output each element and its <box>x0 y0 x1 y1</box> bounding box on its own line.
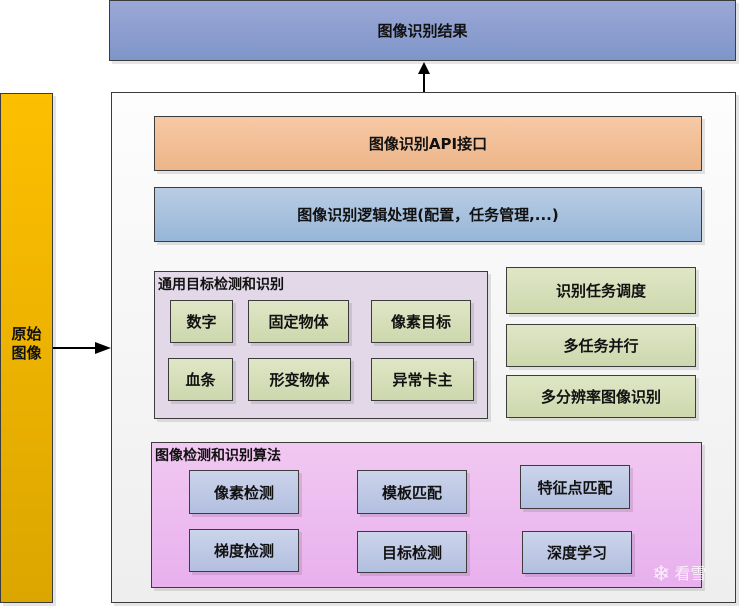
arrowhead-right-icon <box>95 342 111 354</box>
source-label-line1: 原始 <box>11 325 42 343</box>
algorithms-title: 图像检测和识别算法 <box>155 448 281 464</box>
result-label: 图像识别结果 <box>377 22 468 40</box>
multi-resolution-recognition-box: 多分辨率图像识别 <box>506 375 696 418</box>
general-item-digits: 数字 <box>170 300 233 343</box>
source-label-line2: 图像 <box>11 344 42 362</box>
general-item-fixed-object: 固定物体 <box>248 300 349 343</box>
algo-item-gradient-detection: 梯度检测 <box>189 529 299 572</box>
api-label: 图像识别API接口 <box>368 135 488 153</box>
general-item-pixel-target: 像素目标 <box>371 300 471 343</box>
watermark: ❄看雪 <box>652 560 706 587</box>
logic-processing-box: 图像识别逻辑处理(配置，任务管理,...) <box>154 187 702 242</box>
general-detection-title: 通用目标检测和识别 <box>158 277 284 293</box>
multi-task-parallel-box: 多任务并行 <box>506 324 696 367</box>
algo-item-template-matching: 模板匹配 <box>357 470 467 514</box>
arrow-source-to-system <box>53 347 95 349</box>
algo-item-object-detection: 目标检测 <box>357 531 467 573</box>
general-item-stuck-anomaly: 异常卡主 <box>371 358 474 401</box>
algo-item-feature-point-matching: 特征点匹配 <box>520 465 630 509</box>
task-scheduling-box: 识别任务调度 <box>506 267 696 314</box>
original-image-box: 原始 图像 <box>0 93 53 603</box>
image-recognition-result-box: 图像识别结果 <box>109 0 736 61</box>
algo-item-deep-learning: 深度学习 <box>522 531 632 574</box>
snowflake-icon: ❄ <box>652 562 671 587</box>
arrowhead-up-icon <box>418 62 430 74</box>
arrow-system-to-result <box>423 72 425 93</box>
general-item-health-bar: 血条 <box>168 358 233 401</box>
watermark-text: 看雪 <box>674 564 707 583</box>
algo-item-pixel-detection: 像素检测 <box>189 470 299 514</box>
logic-label: 图像识别逻辑处理(配置，任务管理,...) <box>297 206 559 224</box>
general-item-deformable-object: 形变物体 <box>248 358 351 401</box>
api-interface-box: 图像识别API接口 <box>154 116 702 171</box>
